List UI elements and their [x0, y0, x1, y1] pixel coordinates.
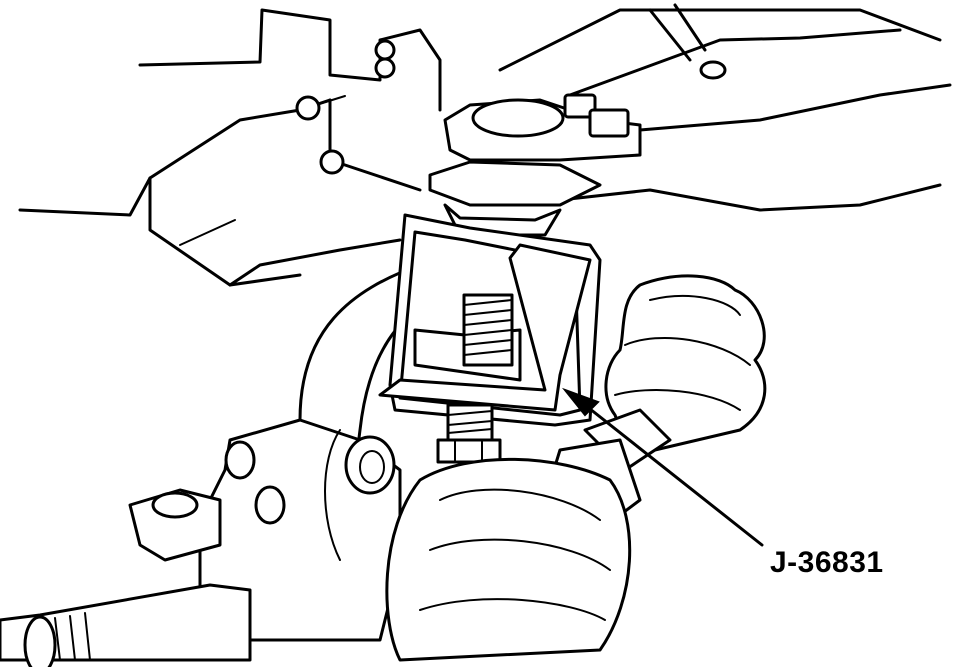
callout-leader	[561, 387, 764, 547]
drive-shaft	[0, 583, 252, 667]
ball-joint-nut	[588, 108, 630, 138]
frame-structure	[18, 8, 442, 287]
upper-control-arm	[498, 3, 952, 212]
bolt-head	[374, 39, 396, 61]
bolt-head	[319, 149, 345, 175]
tool-screw	[436, 293, 514, 464]
tool-callout-label: J-36831	[770, 546, 884, 579]
arrowhead	[561, 387, 600, 417]
bolt-head	[295, 95, 321, 121]
bolt-head	[699, 60, 727, 80]
cv-housing	[385, 457, 632, 662]
tool-frame	[378, 213, 602, 464]
ball-joint	[428, 93, 642, 237]
steering-knuckle	[128, 247, 547, 642]
ball-joint-nut	[563, 93, 597, 119]
bolt-head	[374, 57, 396, 79]
